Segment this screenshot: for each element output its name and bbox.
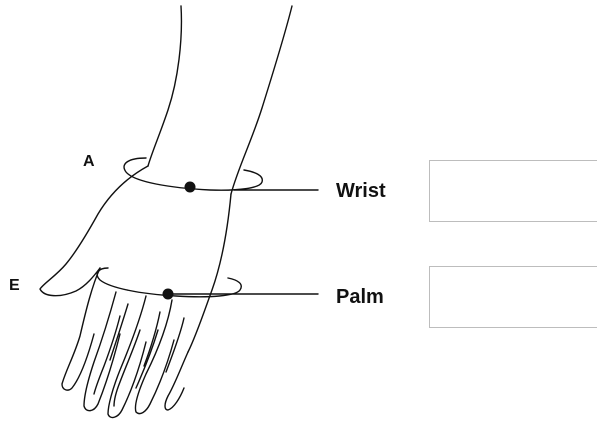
forearm-right-outline xyxy=(231,6,292,194)
wrist-label: Wrist xyxy=(336,181,386,201)
palm-point-dot xyxy=(163,289,174,300)
forearm-left-outline xyxy=(148,6,181,166)
point-label-a: A xyxy=(83,154,95,170)
finger-crease-6 xyxy=(166,318,184,372)
point-label-e: E xyxy=(9,278,20,294)
finger-crease-5 xyxy=(144,312,160,366)
palm-input[interactable] xyxy=(429,266,597,328)
hand-right-edge xyxy=(188,194,231,352)
finger-crease-4 xyxy=(110,304,128,360)
hand-back-outline xyxy=(40,166,148,296)
palm-label: Palm xyxy=(336,287,384,307)
finger-crease-1 xyxy=(94,316,120,394)
wrist-input[interactable] xyxy=(429,160,597,222)
finger-1-outline xyxy=(62,268,100,390)
wrist-point-dot xyxy=(185,182,196,193)
